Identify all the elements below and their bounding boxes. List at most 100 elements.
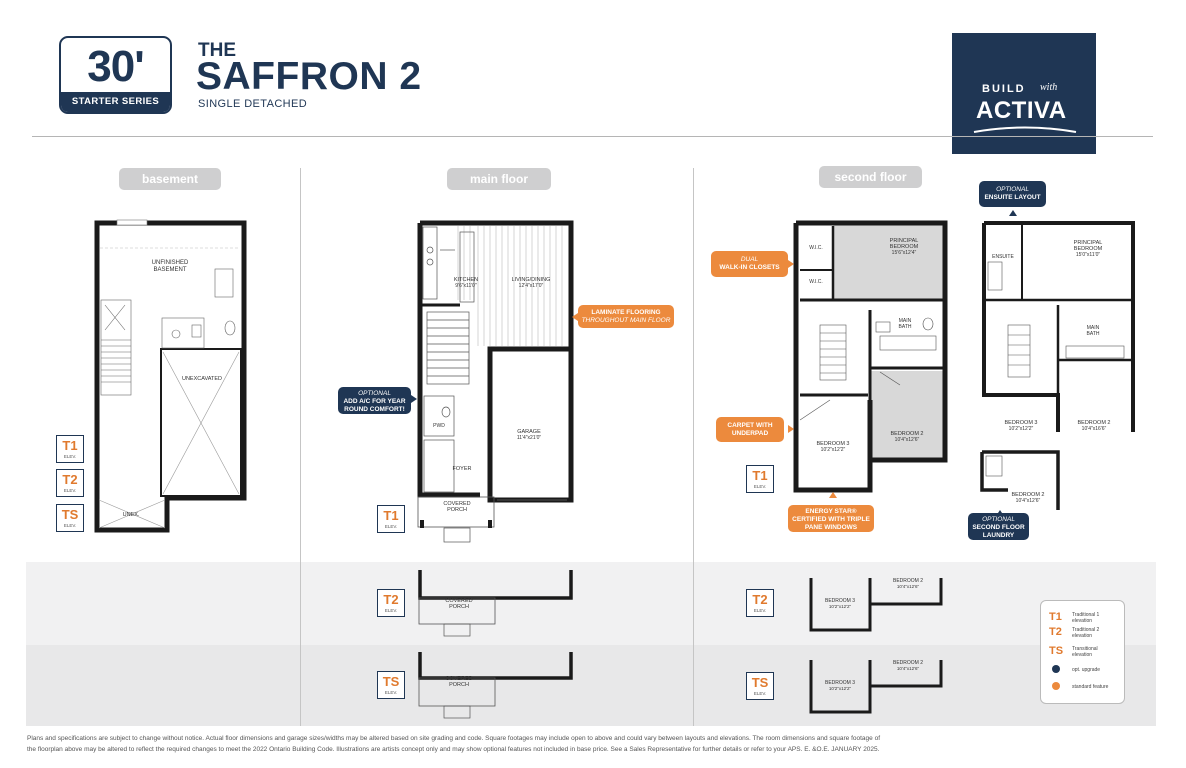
- laundry-bedroom2-label: BEDROOM 2: [1011, 492, 1044, 498]
- ts-bedroom3-label: BEDROOM 3: [825, 680, 855, 686]
- elevation-code: T1: [383, 508, 399, 523]
- elevation-badge-t1: T1 ELEV.: [746, 465, 774, 493]
- lot-size: 30': [87, 42, 144, 91]
- principal-label-1: PRINCIPAL: [890, 238, 919, 244]
- second-floor-t2-variant: BEDROOM 3 10'2"x12'2" BEDROOM 2 10'4"x12…: [809, 578, 943, 632]
- brand-name-text: ACTIVA: [976, 97, 1067, 124]
- callout-text: UNDERPAD: [731, 430, 769, 437]
- kitchen-dim: 9'6"x11'0": [455, 283, 477, 289]
- opt-main-bath-label-2: BATH: [1087, 331, 1100, 337]
- callout-arrows: [572, 260, 837, 498]
- elevation-code: T2: [752, 592, 768, 607]
- elevation-sub: ELEV.: [63, 488, 77, 493]
- living-dining-dim: 12'4"x17'0": [519, 283, 544, 289]
- bedroom3-dim: 10'2"x12'2": [821, 447, 846, 453]
- disclaimer: Plans and specifications are subject to …: [27, 733, 1167, 755]
- ts-bedroom3-dim: 10'2"x12'2": [829, 686, 852, 691]
- elevation-sub: ELEV.: [384, 608, 398, 613]
- main-bath-label-2: BATH: [899, 324, 912, 330]
- opt-bedroom2-label: BEDROOM 2: [1077, 420, 1110, 426]
- callout-text: CERTIFIED WITH TRIPLE: [792, 516, 870, 523]
- legend-text: elevation: [1072, 618, 1093, 624]
- legend-text: Traditional 2: [1072, 627, 1100, 633]
- series-label: STARTER SERIES: [61, 92, 170, 112]
- elevation-sub: ELEV.: [384, 524, 398, 529]
- standard-feature-dot-icon: [1052, 682, 1060, 690]
- garage-dim: 11'4"x21'0": [517, 435, 541, 441]
- t2-bedroom2-dim: 10'4"x12'6": [897, 584, 920, 589]
- principal-dim: 15'6"x12'4": [892, 250, 917, 256]
- bedroom2-dim: 10'4"x12'6": [895, 437, 920, 443]
- callout-text: OPTIONAL: [358, 390, 391, 397]
- callout-text: ROUND COMFORT!: [344, 406, 405, 413]
- callout-text: SECOND FLOOR: [972, 524, 1025, 531]
- elevation-badge-t2: T2 ELEV.: [377, 589, 405, 617]
- legend-text: Traditional 1: [1072, 612, 1100, 618]
- elevation-sub: ELEV.: [63, 454, 77, 459]
- elevation-sub: ELEV.: [384, 690, 398, 695]
- elevation-sub: ELEV.: [753, 484, 767, 489]
- optional-laundry-plan: BEDROOM 2 10'4"x12'6": [980, 450, 1060, 510]
- legend-opt-text: opt. upgrade: [1072, 667, 1101, 673]
- main-bath-label-1: MAIN: [899, 318, 912, 324]
- elevation-code: TS: [382, 674, 400, 689]
- brand-with-text: with: [1040, 82, 1058, 93]
- legend-text: elevation: [1072, 633, 1093, 639]
- elevation-sub: ELEV.: [753, 691, 767, 696]
- callout-carpet: CARPET WITH UNDERPAD: [716, 417, 784, 442]
- callout-energy-star: ENERGY STAR® CERTIFIED WITH TRIPLE PANE …: [788, 505, 874, 532]
- living-dining-label: LIVING/DINING: [512, 277, 551, 283]
- legend-t1-code: T1: [1049, 611, 1062, 623]
- brand-logo: BUILD with ACTIVA: [952, 33, 1096, 154]
- legend-std-text: standard feature: [1072, 684, 1109, 690]
- callout-text: ADD A/C FOR YEAR: [343, 398, 406, 405]
- second-floor-plan: PRINCIPAL BEDROOM 15'6"x12'4" W.I.C. W.I…: [793, 220, 948, 493]
- callout-text: OPTIONAL: [996, 186, 1029, 193]
- callout-text: LAMINATE FLOORING: [591, 309, 661, 316]
- brand-swoosh-icon: [973, 126, 1077, 133]
- model-prefix: THE: [198, 40, 236, 61]
- unfinished-label-2: BASEMENT: [153, 267, 186, 273]
- bedroom2-label: BEDROOM 2: [890, 431, 923, 437]
- elevation-code: TS: [61, 507, 79, 522]
- elevation-code: T2: [62, 472, 78, 487]
- legend-t2-code: T2: [1049, 626, 1062, 638]
- covered-porch-label-1: COVERED: [443, 501, 470, 507]
- t2-bedroom3-label: BEDROOM 3: [825, 598, 855, 604]
- callout-optional-ac: OPTIONAL ADD A/C FOR YEAR ROUND COMFORT!: [338, 387, 411, 414]
- main-floor-t2-variant: COVERED PORCH: [418, 570, 573, 637]
- ts-bedroom2-dim: 10'4"x12'6": [897, 666, 920, 671]
- elevation-code: T1: [62, 438, 78, 453]
- basement-plan: UNEXCAVATED UNEX. UNFINISHED BASEMENT: [94, 219, 247, 533]
- t2-covered-label: COVERED: [445, 598, 472, 604]
- garage-label: GARAGE: [517, 429, 541, 435]
- opt-bedroom2-dim: 10'4"x16'6": [1082, 426, 1107, 432]
- opt-principal-label-1: PRINCIPAL: [1074, 240, 1103, 246]
- foyer-label: FOYER: [453, 466, 472, 472]
- opt-bedroom3-dim: 10'2"x12'2": [1009, 426, 1034, 432]
- laundry-bedroom2-dim: 10'4"x12'6": [1016, 498, 1041, 504]
- opt-principal-dim: 15'0"x11'0": [1076, 252, 1100, 258]
- section-label-second-floor: second floor: [819, 166, 922, 188]
- callout-text: ENSUITE LAYOUT: [984, 194, 1041, 201]
- elevation-badge-ts: TS ELEV.: [746, 672, 774, 700]
- unexcavated-label: UNEXCAVATED: [182, 376, 222, 382]
- lot-size-badge: 30' STARTER SERIES: [59, 36, 172, 114]
- elevation-sub: ELEV.: [63, 523, 77, 528]
- opt-principal-label-2: BEDROOM: [1074, 246, 1103, 252]
- elevation-code: TS: [751, 675, 769, 690]
- t2-bedroom3-dim: 10'2"x12'2": [829, 604, 852, 609]
- header-divider: [32, 136, 1153, 137]
- unex-label: UNEX.: [123, 512, 140, 518]
- t2-bedroom2-label: BEDROOM 2: [893, 578, 923, 584]
- legend-text: elevation: [1072, 652, 1093, 658]
- elevation-badge-t2: T2 ELEV.: [746, 589, 774, 617]
- callout-optional-ensuite: OPTIONAL ENSUITE LAYOUT: [979, 181, 1046, 207]
- callout-text: DUAL: [740, 256, 759, 263]
- column-divider: [693, 168, 694, 726]
- callout-dual-walk-in-closets: DUAL WALK-IN CLOSETS: [711, 251, 788, 277]
- callout-optional-laundry: OPTIONAL SECOND FLOOR LAUNDRY: [968, 513, 1029, 540]
- bedroom3-label: BEDROOM 3: [816, 441, 849, 447]
